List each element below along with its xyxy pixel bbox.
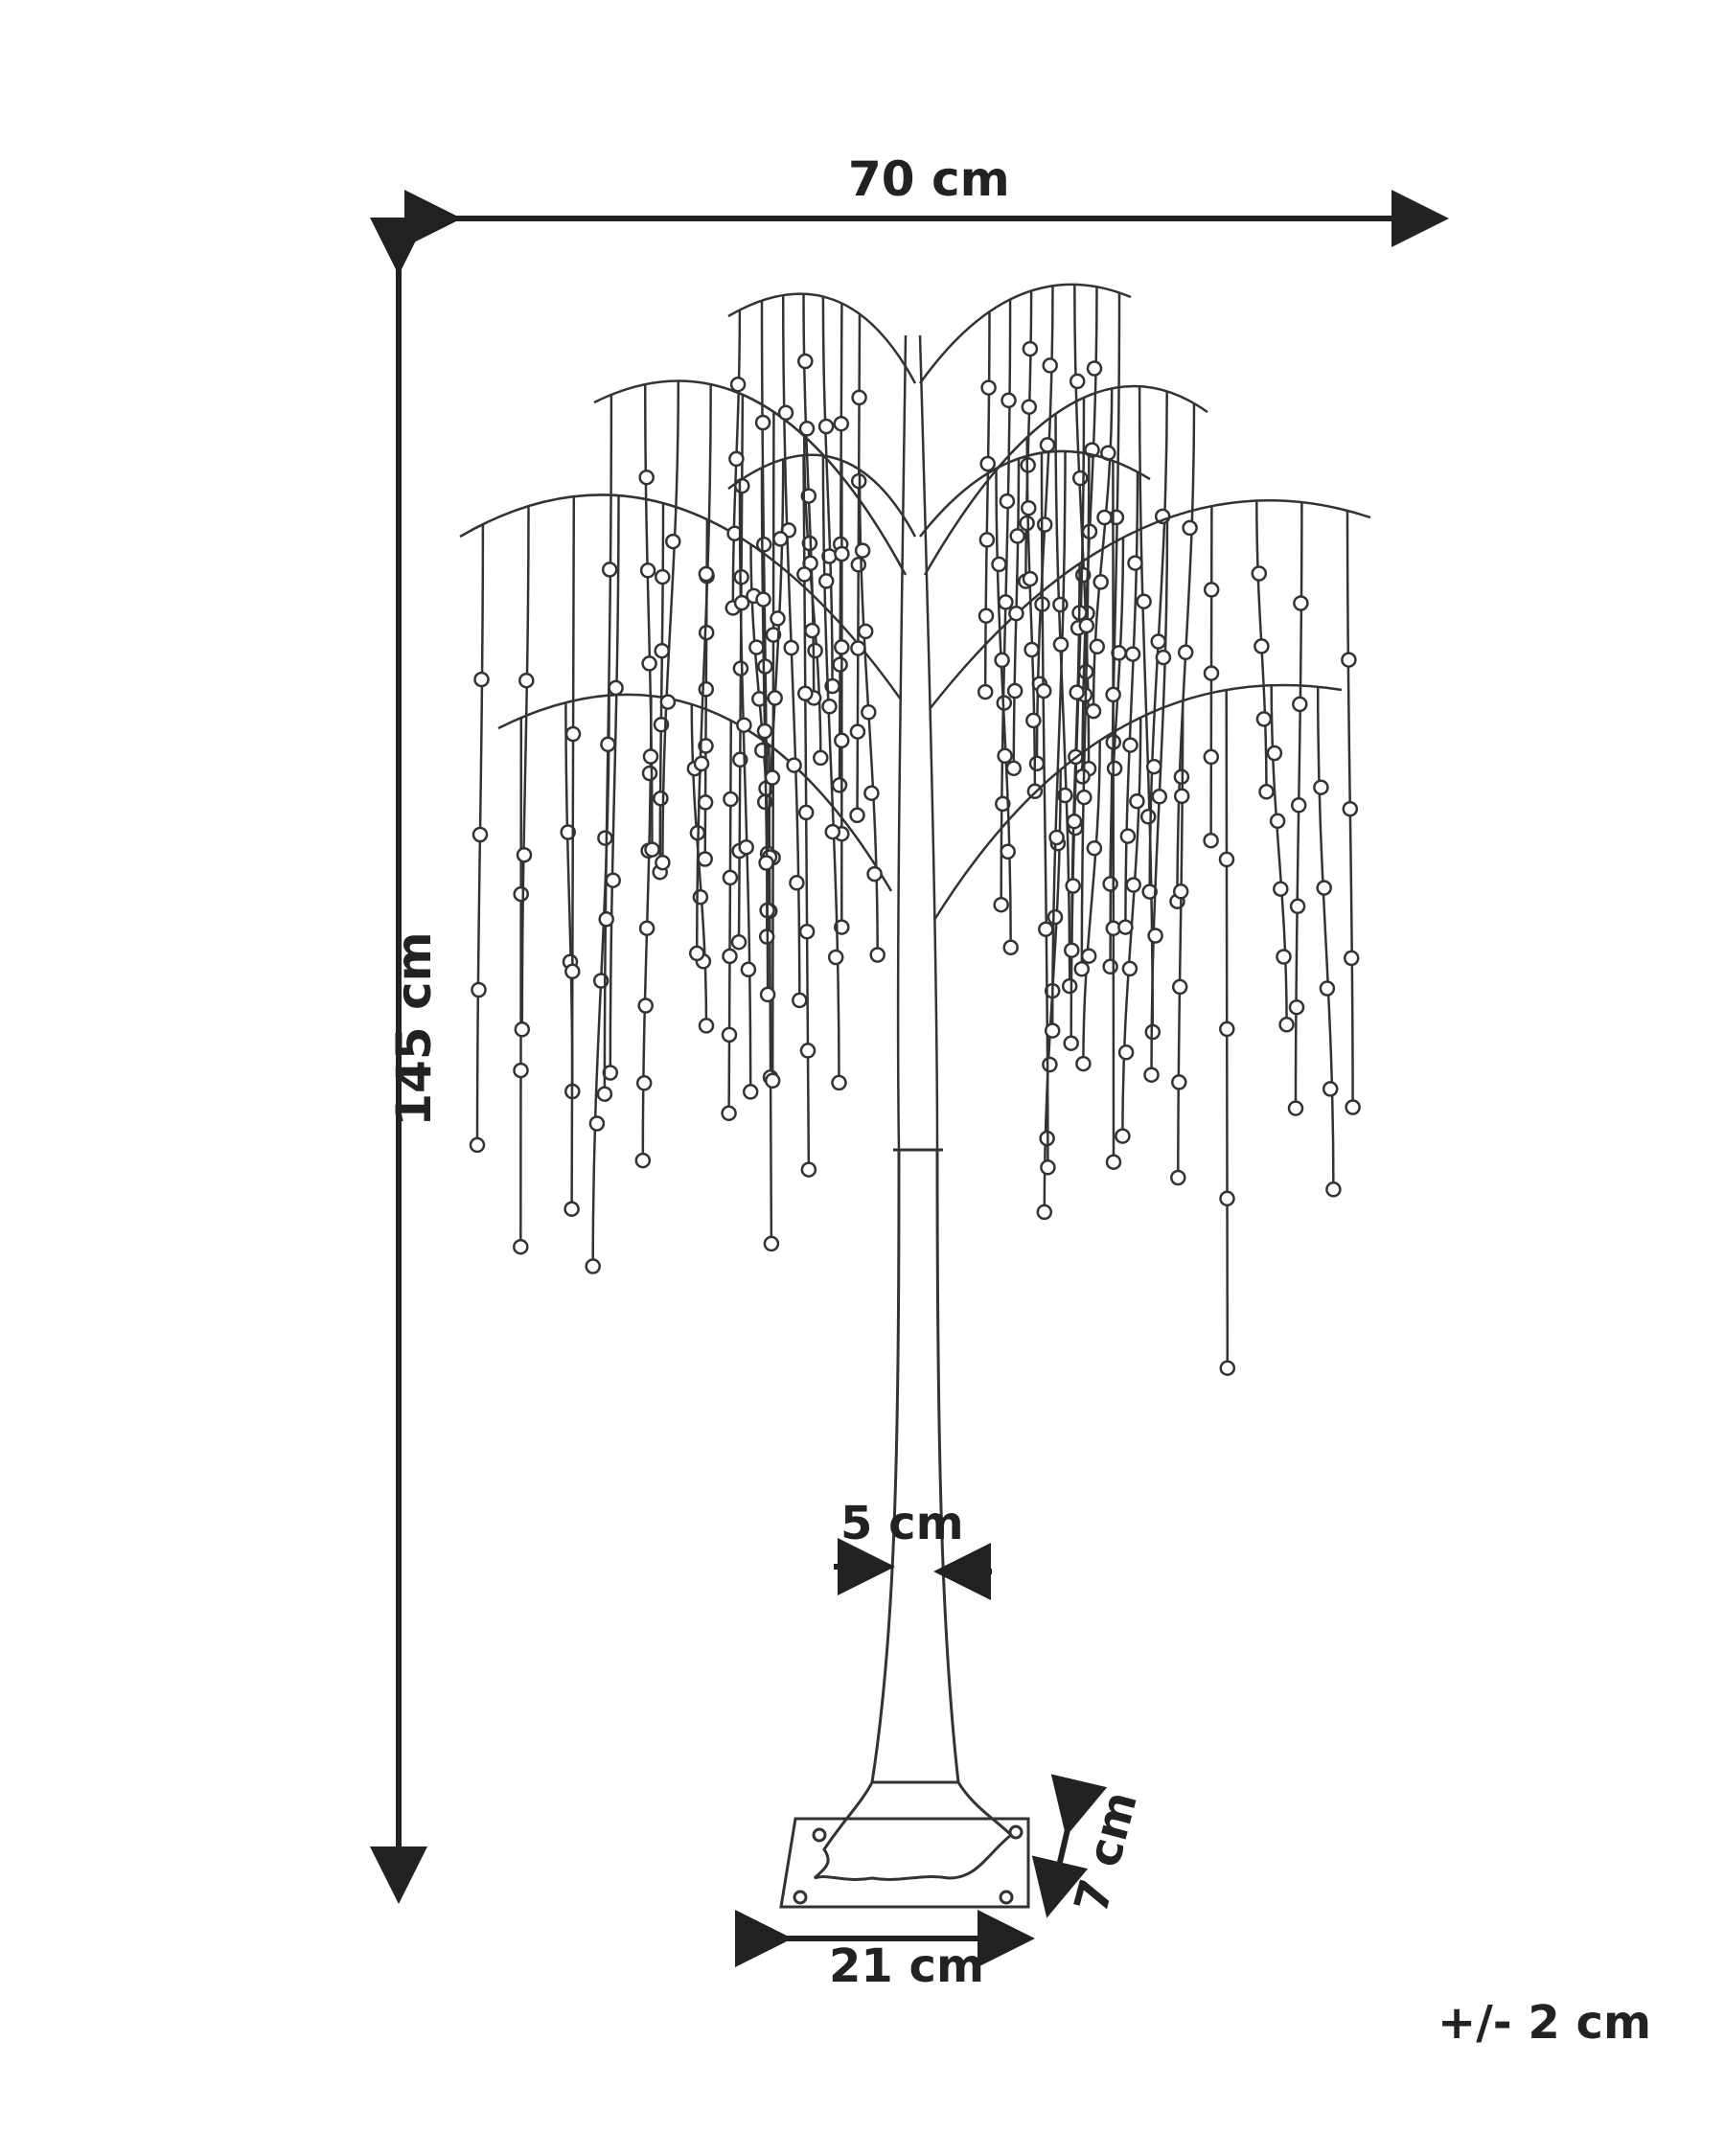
- height-label: 145 cm: [385, 931, 442, 1127]
- tree-canopy: [459, 283, 1371, 1376]
- trunk-diameter-label: 5 cm: [840, 1497, 964, 1550]
- base-height-dimension-line: [1031, 1774, 1108, 1918]
- width-label: 70 cm: [848, 151, 1010, 207]
- trunk-diameter-arrows: [834, 1538, 992, 1600]
- tolerance-label: +/- 2 cm: [1438, 1996, 1651, 2050]
- tree-base: [779, 1780, 1030, 1909]
- tree-trunk: [870, 1148, 960, 1783]
- base-width-label: 21 cm: [829, 1939, 984, 1993]
